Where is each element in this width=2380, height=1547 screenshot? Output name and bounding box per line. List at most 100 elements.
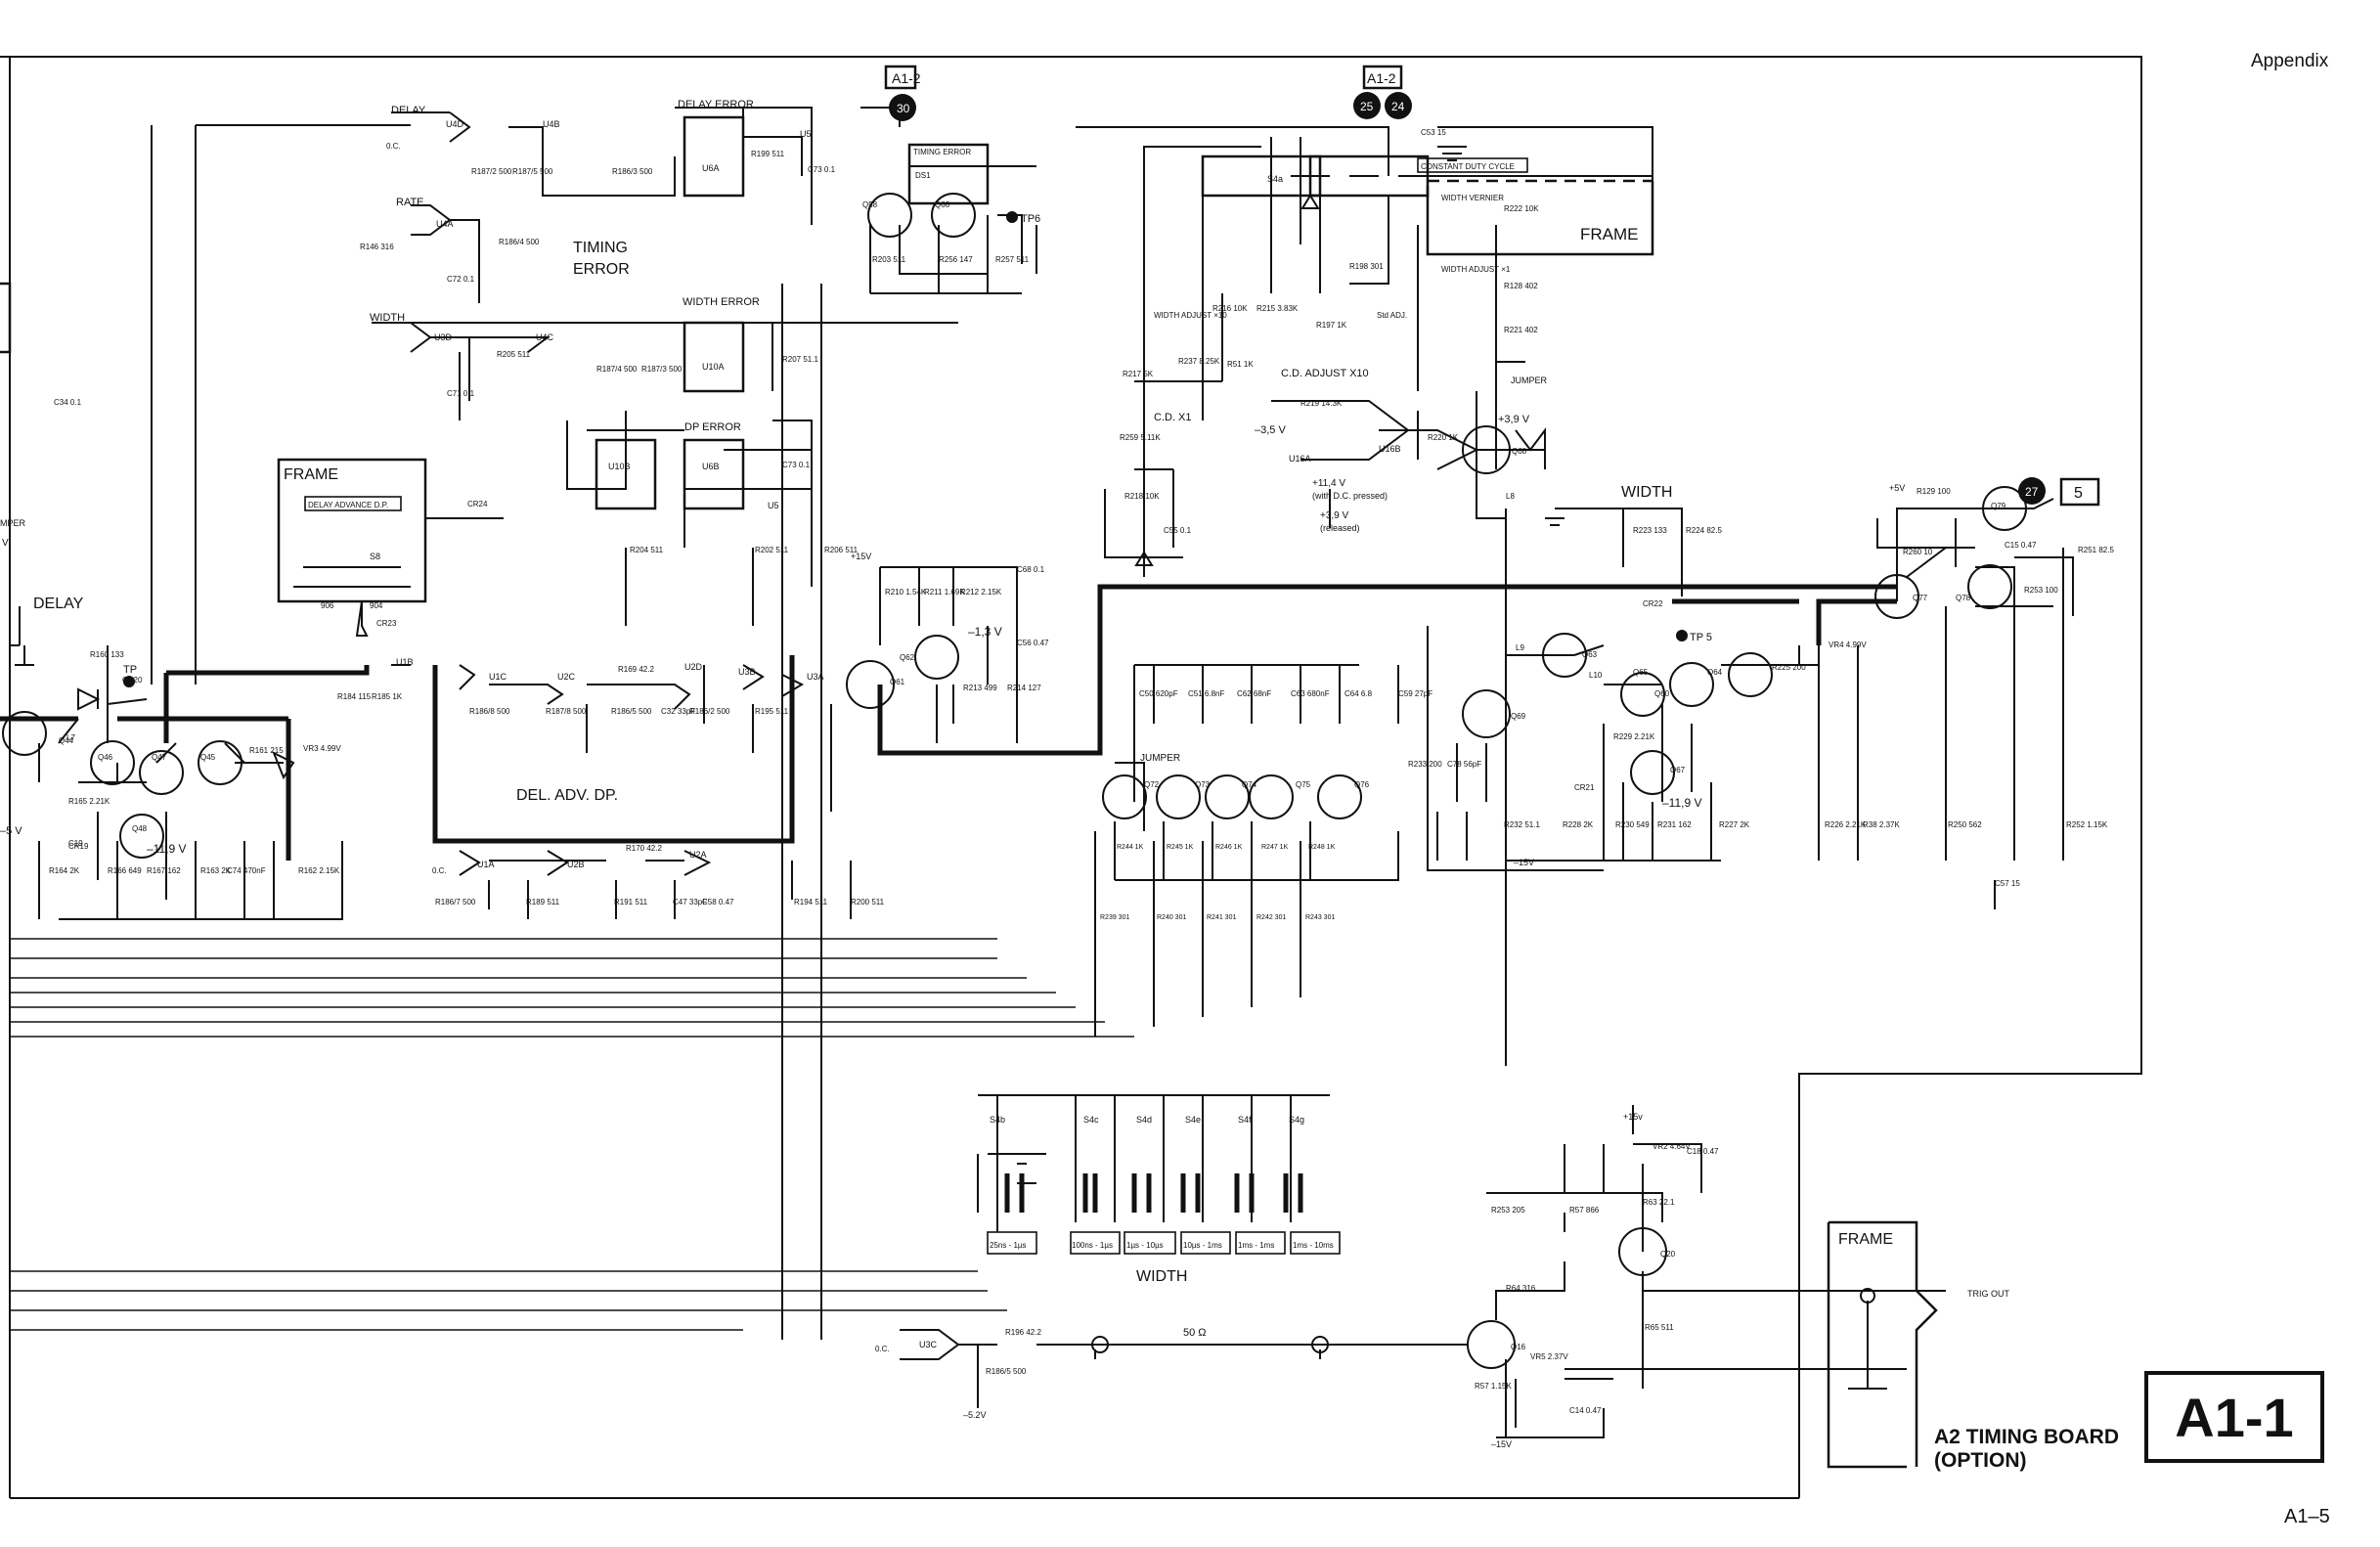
r-212: R212 2.15K bbox=[960, 588, 1002, 597]
c-62: C62 68nF bbox=[1237, 689, 1271, 698]
r-216: R216 10K bbox=[1212, 304, 1248, 313]
r-194: R194 511 bbox=[794, 898, 828, 906]
width-output-stage bbox=[1427, 486, 2074, 909]
c-34: C34 0.1 bbox=[54, 398, 82, 407]
oc-3: 0.C. bbox=[875, 1345, 890, 1353]
r-57-b: R57 1.15K bbox=[1475, 1382, 1512, 1391]
timing-error-box bbox=[907, 143, 990, 205]
gate-u5-bottom: U5 bbox=[768, 501, 779, 510]
r-229: R229 2.21K bbox=[1613, 732, 1655, 741]
vr4: VR4 4.99V bbox=[1829, 641, 1867, 649]
q16: Q16 bbox=[1511, 1343, 1526, 1351]
node-25: 25 bbox=[1360, 100, 1374, 113]
r-191: R191 511 bbox=[614, 898, 648, 906]
r-247: R247 1K bbox=[1261, 844, 1289, 851]
r-221: R221 402 bbox=[1504, 326, 1538, 334]
timing-error-box-label: TIMING ERROR bbox=[913, 148, 971, 156]
gate-u4b: U4B bbox=[543, 119, 560, 129]
c-72: C72 0.1 bbox=[447, 275, 475, 284]
frame-top-right-label: FRAME bbox=[1580, 225, 1639, 243]
c-74: C74 470nF bbox=[227, 866, 266, 875]
r-213: R213 499 bbox=[963, 684, 997, 692]
range-6: 1ms - 10ms bbox=[1293, 1241, 1334, 1250]
v-left-2: –5 V bbox=[0, 825, 22, 837]
r-160: R160 133 bbox=[90, 650, 124, 659]
r-128: R128 402 bbox=[1504, 282, 1538, 290]
r-231: R231 162 bbox=[1657, 820, 1692, 829]
trig-out: TRIG OUT bbox=[1967, 1289, 2009, 1299]
r-233: R233 200 bbox=[1408, 760, 1442, 769]
delay-label: DELAY bbox=[33, 596, 84, 612]
r-187-3: R187/3 500 bbox=[641, 365, 683, 374]
gate-u2a: U2A bbox=[689, 850, 707, 860]
r-202: R202 511 bbox=[755, 546, 789, 554]
timing-label-2: ERROR bbox=[573, 261, 630, 278]
r-186-3: R186/3 500 bbox=[612, 167, 653, 176]
voltage-minus-11-9-b: –11,9 V bbox=[1662, 796, 1701, 810]
c-18: C18 0.47 bbox=[1687, 1147, 1719, 1156]
r-197: R197 1K bbox=[1316, 321, 1347, 330]
cd-x1: C.D. X1 bbox=[1154, 412, 1192, 423]
range-4: 10µs - 1ms bbox=[1183, 1241, 1222, 1250]
r-252: R252 1.15K bbox=[2066, 820, 2108, 829]
l7: L7 bbox=[66, 733, 75, 742]
width-error-label: WIDTH ERROR bbox=[683, 296, 760, 308]
c-73-a: C73 0.1 bbox=[808, 165, 836, 174]
gate-u5-top: U5 bbox=[800, 129, 812, 139]
r-245: R245 1K bbox=[1167, 844, 1194, 851]
q60: Q60 bbox=[1654, 689, 1670, 698]
ref-a12-left: A1-2 bbox=[892, 70, 921, 86]
r-186-2: R186/2 500 bbox=[689, 707, 730, 716]
switch-s4b: S4b bbox=[990, 1115, 1005, 1125]
r-219: R219 14.3K bbox=[1300, 399, 1343, 408]
r-224: R224 82.5 bbox=[1686, 526, 1722, 535]
r-146: R146 316 bbox=[360, 243, 394, 251]
r-248: R248 1K bbox=[1308, 844, 1336, 851]
range-switches bbox=[977, 1094, 1341, 1255]
r-170: R170 42.2 bbox=[626, 844, 662, 853]
r-225: R225 200 bbox=[1772, 663, 1806, 672]
frame-bottom-right-label: FRAME bbox=[1838, 1231, 1893, 1248]
voltage-plus-3-9-b: +3,9 V bbox=[1498, 414, 1530, 425]
width-adjust-x10: WIDTH ADJUST ×10 bbox=[1154, 311, 1227, 320]
bottom-output-wiring bbox=[900, 1105, 1907, 1438]
q73: Q73 bbox=[1195, 780, 1211, 789]
section-header: Appendix bbox=[2251, 51, 2329, 71]
std-adj: Std ADJ. bbox=[1377, 311, 1407, 320]
node-27: 27 bbox=[2025, 485, 2039, 499]
r-51: R51 1K bbox=[1227, 360, 1254, 369]
q44: Q44 bbox=[59, 736, 74, 745]
r-187-5: R187/5 500 bbox=[512, 167, 553, 176]
bus-lines bbox=[10, 938, 1134, 1331]
gate-u16b: U16B bbox=[1379, 444, 1401, 454]
board-title-line-1: A2 TIMING BOARD bbox=[1934, 1426, 2119, 1448]
c-15: C15 0.47 bbox=[2005, 541, 2037, 550]
voltage-minus-15-b: –15V bbox=[1491, 1439, 1512, 1449]
page-number: A1–5 bbox=[2284, 1506, 2330, 1527]
node-24: 24 bbox=[1391, 100, 1405, 113]
q58-q66-stage bbox=[867, 193, 1023, 294]
c-63: C63 680nF bbox=[1291, 689, 1330, 698]
connector-nodes bbox=[123, 65, 2100, 687]
q65: Q65 bbox=[1633, 668, 1649, 677]
gate-u4d: U4D bbox=[446, 119, 464, 129]
r-63: R63 22.1 bbox=[1643, 1198, 1675, 1207]
r-253-a: R253 100 bbox=[2024, 586, 2058, 595]
switch-s4a: S4a bbox=[1267, 174, 1283, 184]
r-186-4: R186/4 500 bbox=[499, 238, 540, 246]
r-205: R205 511 bbox=[497, 350, 531, 359]
r-206: R206 511 bbox=[824, 546, 859, 554]
node-30: 30 bbox=[897, 102, 910, 115]
pin-904: 904 bbox=[370, 601, 383, 610]
c-53: C53 15 bbox=[1421, 128, 1446, 137]
gate-u1b: U1B bbox=[396, 657, 414, 667]
r-237: R237 8.25K bbox=[1178, 357, 1220, 366]
range-1: 25ns - 1µs bbox=[990, 1241, 1027, 1250]
l10: L10 bbox=[1589, 671, 1603, 680]
released: (released) bbox=[1320, 523, 1360, 533]
gate-u2d: U2D bbox=[684, 662, 703, 672]
r-186-7: R186/7 500 bbox=[435, 898, 476, 906]
voltage-plus-15-b: +15v bbox=[1623, 1112, 1643, 1122]
gate-u1c: U1C bbox=[489, 672, 507, 682]
switch-s8: S8 bbox=[370, 552, 380, 561]
